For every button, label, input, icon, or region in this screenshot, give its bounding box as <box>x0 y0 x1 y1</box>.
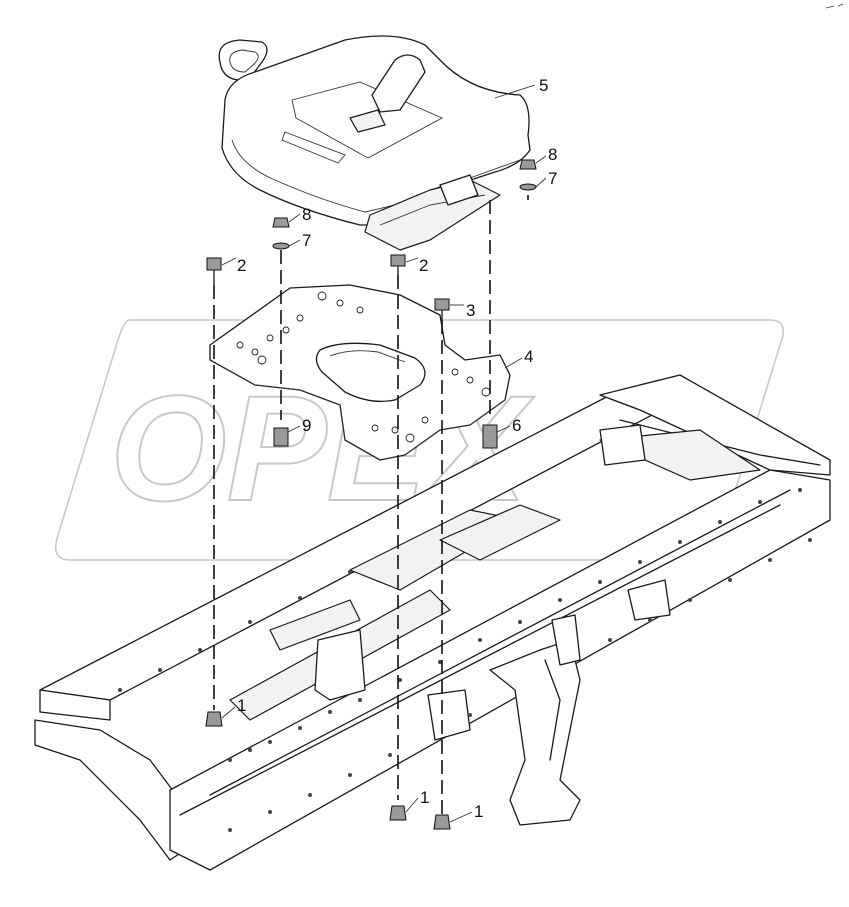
nut-1-left <box>205 711 223 727</box>
nut-left <box>272 217 290 228</box>
callout-1-left: 1 <box>237 696 246 715</box>
washer-right <box>519 183 537 191</box>
washer-left <box>272 242 290 250</box>
nut-1-right <box>433 814 451 830</box>
callout-2-center: 2 <box>419 256 428 275</box>
callout-labels: 2 2 3 4 5 6 7 7 8 8 9 1 1 1 <box>237 76 557 821</box>
frame-rivets <box>118 488 812 832</box>
callout-1-right: 1 <box>474 802 483 821</box>
callout-7-left: 7 <box>302 231 311 250</box>
bolt-9 <box>273 427 289 447</box>
bolt-right <box>434 298 450 326</box>
callout-9: 9 <box>302 416 311 435</box>
callout-5: 5 <box>539 76 548 95</box>
callout-1-center: 1 <box>420 788 429 807</box>
assembly-lines <box>213 195 529 815</box>
bolt-6 <box>482 424 498 449</box>
bolt-left <box>206 257 222 286</box>
chassis-frame <box>34 374 831 871</box>
callout-3: 3 <box>466 301 475 320</box>
callout-8-right: 8 <box>548 145 557 164</box>
callout-2-left: 2 <box>237 256 246 275</box>
leader-lines <box>221 84 547 823</box>
callout-6: 6 <box>512 416 521 435</box>
corner-mark <box>825 3 844 9</box>
callout-4: 4 <box>524 347 533 366</box>
bolt-center <box>390 254 406 281</box>
nut-right <box>519 159 537 170</box>
callout-8-left: 8 <box>302 205 311 224</box>
nut-1-center <box>389 805 407 821</box>
seat <box>218 35 531 251</box>
callout-7-right: 7 <box>548 169 557 188</box>
